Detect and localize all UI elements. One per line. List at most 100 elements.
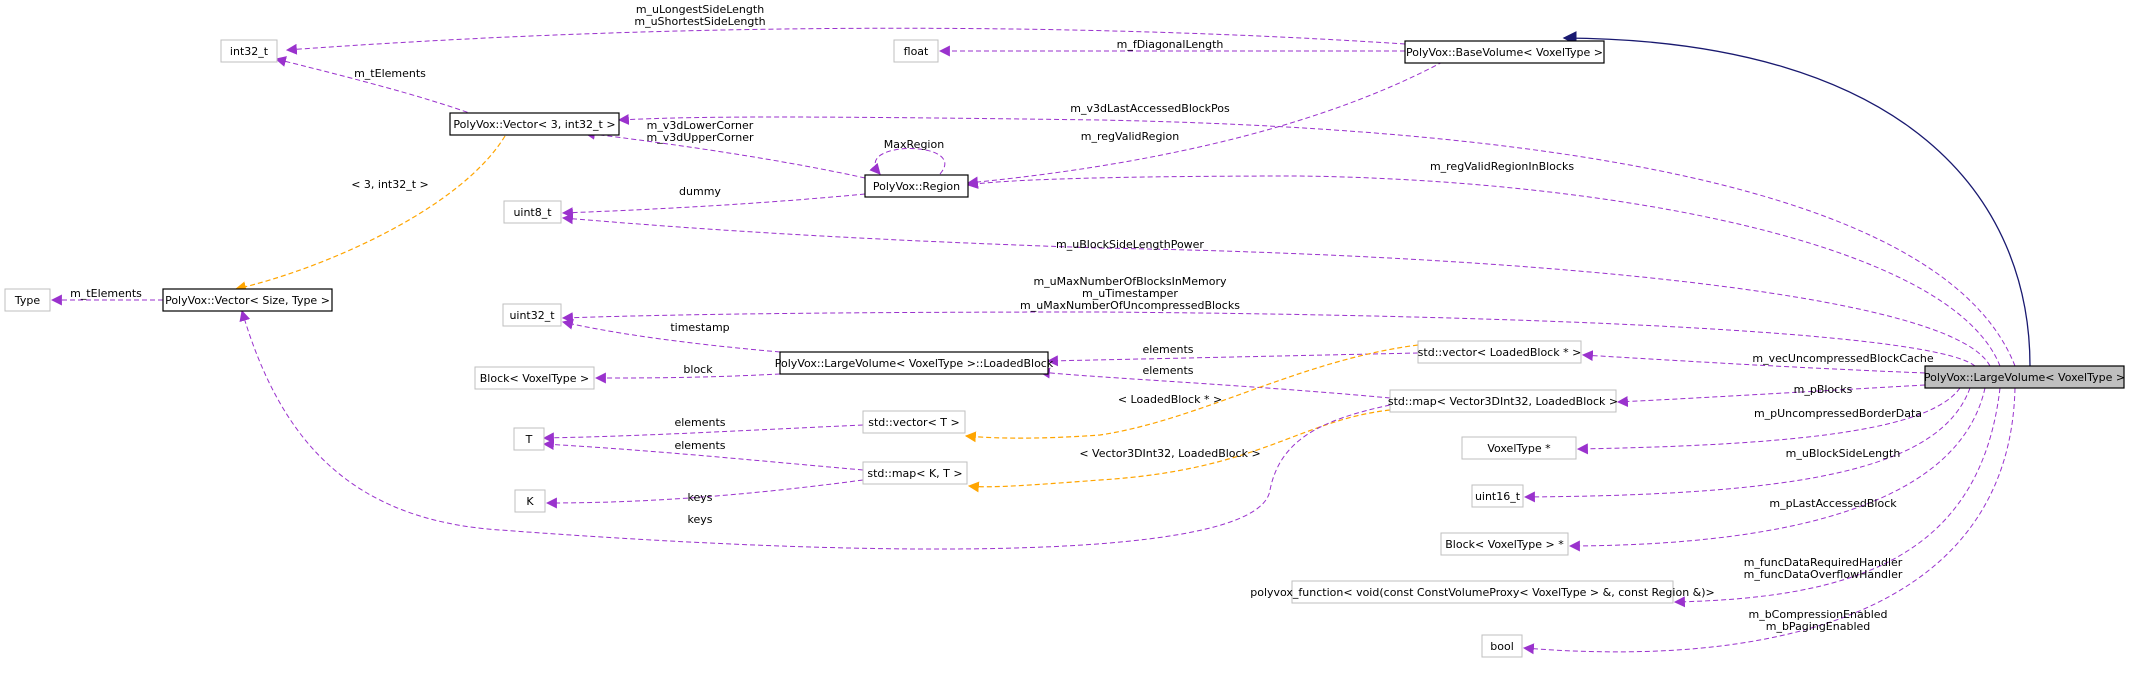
label-valid-region: m_regValidRegion [1081, 130, 1179, 143]
node-label: Block< VoxelType > [480, 372, 590, 385]
node-label: Type [14, 294, 40, 307]
label-dummy: dummy [679, 185, 721, 198]
label-elements-vector-t: elements [674, 416, 725, 429]
edge-last-accessed-pos [617, 114, 2016, 367]
node-bool[interactable]: bool [1481, 634, 1523, 658]
edge-template-loaded-ptr [964, 344, 1419, 443]
node-label: PolyVox::BaseVolume< VoxelType > [1406, 46, 1603, 59]
node-std-vector-loaded[interactable]: std::vector< LoadedBlock * > [1417, 340, 1582, 364]
label-max-uncompressed: m_uMaxNumberOfUncompressedBlocks [1020, 299, 1240, 312]
label-last-accessed-pos: m_v3dLastAccessedBlockPos [1070, 102, 1230, 115]
edge-max-blocks-timestamp [561, 311, 1976, 367]
label-template-loaded-ptr: < LoadedBlock * > [1118, 393, 1222, 406]
edge-labels: m_uLongestSideLength m_uShortestSideLeng… [70, 3, 1934, 633]
edge-corners [583, 128, 866, 179]
node-label: uint16_t [1475, 490, 1521, 503]
label-uncompressed-border: m_pUncompressedBorderData [1754, 407, 1922, 420]
node-label: uint32_t [509, 309, 555, 322]
node-std-map-kt[interactable]: std::map< K, T > [862, 461, 968, 485]
node-label: int32_t [230, 45, 269, 58]
node-label: polyvox_function< void(const ConstVolume… [1250, 586, 1715, 599]
node-t[interactable]: T [513, 427, 545, 451]
label-timestamper: m_uTimestamper [1082, 287, 1178, 300]
node-loaded-block[interactable]: PolyVox::LargeVolume< VoxelType >::Loade… [775, 351, 1054, 375]
node-type[interactable]: Type [4, 288, 51, 312]
label-template-vector3d: < Vector3DInt32, LoadedBlock > [1079, 447, 1260, 460]
node-std-vector-t[interactable]: std::vector< T > [862, 410, 966, 434]
label-p-blocks: m_pBlocks [1794, 383, 1853, 396]
node-voxeltype-ptr[interactable]: VoxelType * [1461, 436, 1577, 460]
label-longest-side: m_uLongestSideLength [636, 3, 764, 16]
label-data-overflow: m_funcDataOverflowHandler [1744, 568, 1903, 581]
label-compression-enabled: m_bCompressionEnabled [1748, 608, 1887, 621]
node-uint16[interactable]: uint16_t [1471, 484, 1524, 508]
node-std-map-loaded[interactable]: std::map< Vector3DInt32, LoadedBlock > [1388, 389, 1618, 413]
node-polyvox-function[interactable]: polyvox_function< void(const ConstVolume… [1250, 580, 1715, 604]
label-uncompressed-cache: m_vecUncompressedBlockCache [1752, 352, 1933, 365]
edge-template-vector3d [967, 409, 1391, 493]
node-int32[interactable]: int32_t [220, 39, 278, 63]
node-k[interactable]: K [514, 489, 546, 513]
node-label: PolyVox::LargeVolume< VoxelType > [1924, 371, 2125, 384]
edge-side-lengths [285, 27, 1406, 55]
nodes: PolyVox::LargeVolume< VoxelType > PolyVo… [4, 39, 2125, 658]
node-vector-3-int32[interactable]: PolyVox::Vector< 3, int32_t > [449, 112, 620, 136]
label-shortest-side: m_uShortestSideLength [634, 15, 765, 28]
edge-elements-vector-loaded [1046, 352, 1419, 367]
label-keys-k: keys [688, 491, 713, 504]
node-label: PolyVox::Vector< 3, int32_t > [453, 118, 615, 131]
node-label: T [525, 433, 533, 446]
label-elements-vector-loaded: elements [1142, 343, 1193, 356]
edge-max-region [869, 148, 946, 175]
label-elements-map-t: elements [674, 439, 725, 452]
edge-uncompressed-cache [1581, 350, 1926, 374]
label-elements-map-loaded: elements [1142, 364, 1193, 377]
node-label: Block< VoxelType > * [1445, 538, 1564, 551]
edge-side-length-power [561, 213, 1991, 367]
edge-p-blocks [1616, 384, 1926, 408]
label-block: block [683, 363, 713, 376]
label-last-accessed-block: m_pLastAccessedBlock [1769, 497, 1897, 510]
node-label: float [904, 45, 929, 58]
node-label: K [526, 495, 534, 508]
label-block-side-length: m_uBlockSideLength [1786, 447, 1901, 460]
edge-data-handlers [1673, 387, 2001, 608]
edge-block [594, 372, 781, 384]
label-lower-corner: m_v3dLowerCorner [647, 119, 754, 132]
label-data-required: m_funcDataRequiredHandler [1744, 556, 1903, 569]
edge-keys-vector [239, 309, 1391, 550]
edge-bool-flags [1522, 387, 2016, 655]
label-t-elements-type: m_tElements [70, 287, 142, 300]
label-upper-corner: m_v3dUpperCorner [646, 131, 753, 144]
node-label: uint8_t [513, 206, 552, 219]
edge-block-side-length [1523, 387, 1971, 503]
label-valid-region-blocks: m_regValidRegionInBlocks [1430, 160, 1574, 173]
edge-inherits-basevolume [1562, 31, 2031, 367]
edges [50, 27, 2031, 655]
label-t-elements-int32: m_tElements [354, 67, 426, 80]
edge-elements-vector-t [542, 424, 864, 444]
label-keys-vector: keys [688, 513, 713, 526]
edge-valid-region [966, 57, 1451, 188]
node-region[interactable]: PolyVox::Region [864, 174, 969, 198]
edge-template-3-int32 [234, 135, 506, 293]
label-side-length-power: m_uBlockSideLengthPower [1056, 238, 1204, 251]
label-diagonal: m_fDiagonalLength [1117, 38, 1224, 51]
node-block-ptr[interactable]: Block< VoxelType > * [1440, 532, 1569, 556]
edge-last-accessed-block [1568, 387, 1986, 552]
label-max-blocks-memory: m_uMaxNumberOfBlocksInMemory [1033, 275, 1227, 288]
node-base-volume[interactable]: PolyVox::BaseVolume< VoxelType > [1404, 40, 1605, 64]
node-vector-size-type[interactable]: PolyVox::Vector< Size, Type > [162, 288, 333, 312]
node-label: bool [1490, 640, 1514, 653]
node-label: VoxelType * [1487, 442, 1551, 455]
edge-elements-map-t [542, 439, 864, 471]
node-uint8[interactable]: uint8_t [503, 200, 562, 224]
node-large-volume[interactable]: PolyVox::LargeVolume< VoxelType > [1924, 365, 2125, 389]
node-label: std::map< K, T > [867, 467, 962, 480]
node-uint32[interactable]: uint32_t [502, 303, 562, 327]
node-float[interactable]: float [893, 39, 939, 63]
node-label: std::vector< LoadedBlock * > [1418, 346, 1582, 359]
node-block[interactable]: Block< VoxelType > [474, 366, 595, 390]
label-paging-enabled: m_bPagingEnabled [1766, 620, 1871, 633]
label-template-3-int32: < 3, int32_t > [351, 178, 429, 191]
